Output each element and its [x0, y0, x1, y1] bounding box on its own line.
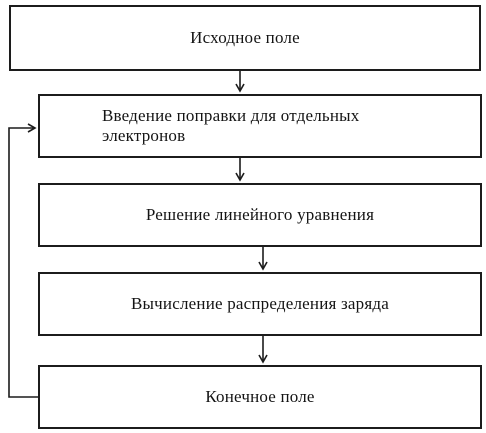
arrow-correction-to-solve — [235, 158, 245, 182]
arrow-solve-to-charge — [258, 247, 268, 271]
step-initial-field: Исходное поле — [9, 5, 481, 71]
step-initial-field-label: Исходное поле — [190, 28, 300, 47]
step-linear-equation: Решение линейного уравнения — [38, 183, 482, 247]
arrow-charge-to-final — [258, 336, 268, 364]
step-electron-correction-label: Введение поправки для отдельных электрон… — [102, 106, 360, 145]
arrow-initial-to-correction — [235, 71, 245, 93]
feedback-loop-arrow — [8, 123, 38, 398]
step-charge-distribution-label: Вычисление распределения заряда — [131, 294, 389, 313]
step-final-field: Конечное поле — [38, 365, 482, 429]
step-linear-equation-label: Решение линейного уравнения — [145, 205, 375, 224]
step-charge-distribution: Вычисление распределения заряда — [38, 272, 482, 336]
step-electron-correction: Введение поправки для отдельных электрон… — [38, 94, 482, 158]
step-final-field-label: Конечное поле — [205, 387, 315, 406]
